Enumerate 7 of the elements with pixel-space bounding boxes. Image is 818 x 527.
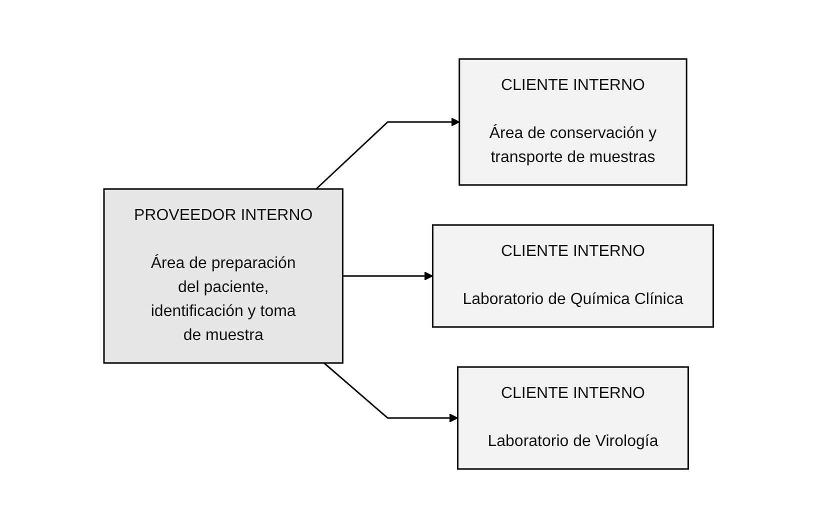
node-box: CLIENTE INTERNO Laboratorio de Química Clínica [432, 224, 714, 328]
node-box: PROVEEDOR INTERNO Área de preparación del paciente, identificación y toma de muestra [104, 188, 344, 364]
arrow [343, 271, 434, 280]
node-box: CLIENTE INTERNO Área de conservación y transporte de muestras [459, 58, 688, 186]
node-box: CLIENTE INTERNO Laboratorio de Virología [457, 366, 690, 470]
arrow [316, 117, 460, 190]
arrow [324, 362, 458, 422]
